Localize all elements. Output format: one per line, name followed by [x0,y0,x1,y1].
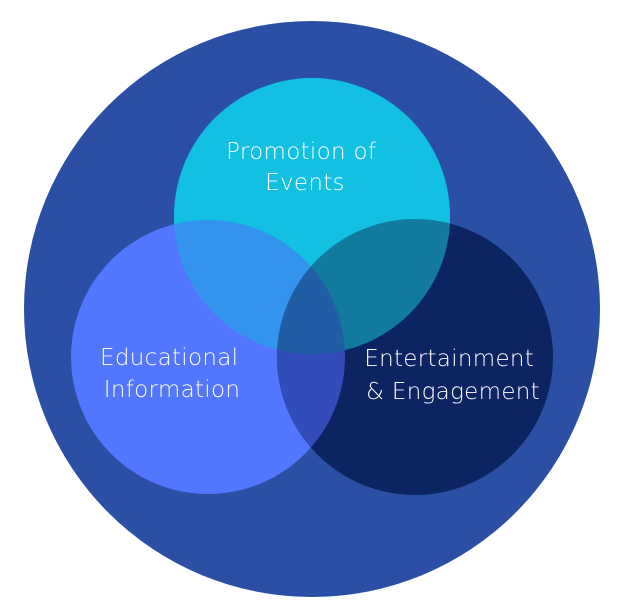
promotion-label-line-1: Promotion of [226,139,377,165]
entertainment-label-line-1: Entertainment [364,346,534,372]
entertainment-label: Entertainment & Engagement [364,346,542,405]
entertainment-label-line-2: & Engagement [366,379,540,405]
overlap-promotion-educational [174,220,345,354]
educational-label: Educational Information [100,345,246,403]
promotion-label: Promotion of Events [226,139,384,196]
educational-label-line-2: Information [104,377,240,403]
educational-label-line-1: Educational [100,345,238,371]
overlap-promotion-entertainment [277,219,450,354]
promotion-label-line-2: Events [265,170,345,196]
